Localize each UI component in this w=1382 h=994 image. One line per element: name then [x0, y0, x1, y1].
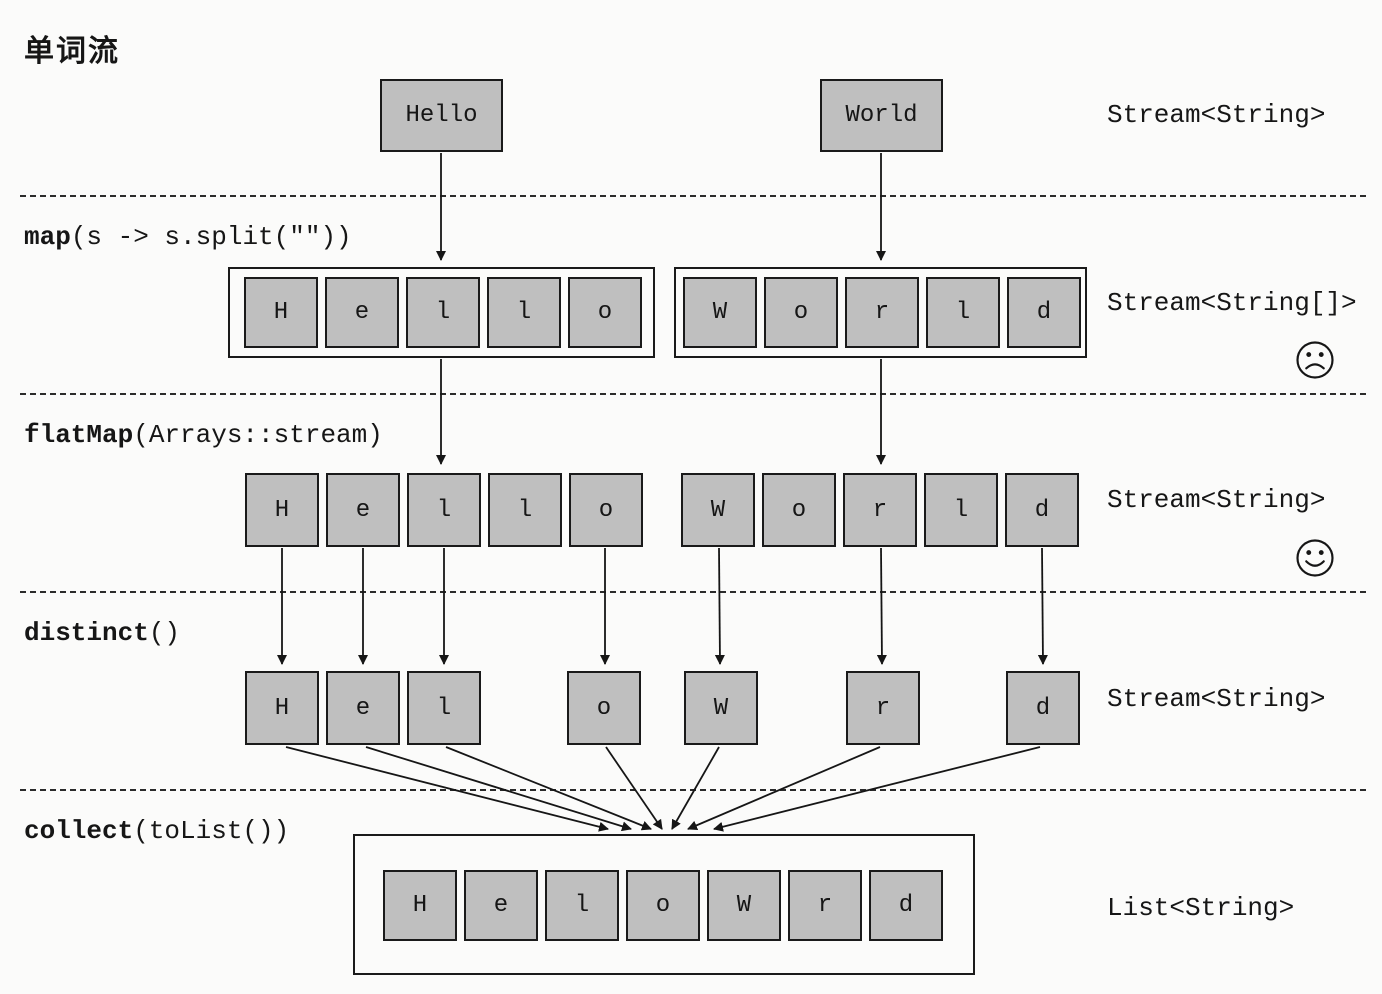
char-array-box-hello: H e l l o — [228, 267, 655, 358]
arrow — [1037, 547, 1048, 665]
word-box-world: World — [820, 79, 943, 152]
letter-cell: W — [681, 473, 755, 547]
collect-letters: H e l o W r d — [383, 870, 943, 941]
type-label-distinct: Stream<String> — [1107, 684, 1326, 714]
op-name: flatMap — [24, 420, 134, 450]
letter-cell: l — [407, 473, 481, 547]
op-name: map — [24, 222, 71, 252]
letter-cell: o — [762, 473, 836, 547]
arrow — [876, 547, 887, 665]
type-label-collect: List<String> — [1107, 893, 1295, 923]
stage-divider — [20, 393, 1366, 395]
flatmap-letters-hello: H e l l o — [245, 473, 643, 547]
letter-cell: e — [326, 473, 400, 547]
letter-cell: H — [245, 671, 319, 745]
frown-face-icon — [1296, 341, 1334, 379]
letter-cell: o — [764, 277, 838, 348]
op-args: () — [148, 618, 181, 648]
letter-cell: r — [846, 671, 920, 745]
char-array-box-world: W o r l d — [674, 267, 1087, 358]
letter-cell: l — [545, 870, 619, 941]
op-name: collect — [24, 816, 134, 846]
letter-cell: H — [245, 473, 319, 547]
flatmap-operation-label: flatMap(Arrays::stream) — [24, 420, 383, 450]
letter-cell: o — [568, 277, 642, 348]
arrow — [714, 547, 725, 665]
letter-cell: l — [926, 277, 1000, 348]
stage-divider — [20, 591, 1366, 593]
arrow — [605, 746, 663, 830]
letter-cell: l — [407, 671, 481, 745]
letter-cell: r — [843, 473, 917, 547]
arrow — [445, 746, 652, 831]
letter-cell: d — [1006, 671, 1080, 745]
map-operation-label: map(s -> s.split("")) — [24, 222, 352, 252]
letter-cell: e — [464, 870, 538, 941]
letter-cell: e — [325, 277, 399, 348]
letter-cell: r — [845, 277, 919, 348]
op-args: (Arrays::stream) — [133, 420, 383, 450]
letter-cell: o — [567, 671, 641, 745]
letter-cell: l — [924, 473, 998, 547]
letter-cell: o — [626, 870, 700, 941]
letter-cell: H — [244, 277, 318, 348]
collect-operation-label: collect(toList()) — [24, 816, 289, 846]
smile-face-icon — [1296, 539, 1334, 577]
word-box-hello: Hello — [380, 79, 503, 152]
op-args: (s -> s.split("")) — [70, 222, 352, 252]
diagram-title: 单词流 — [24, 35, 120, 68]
op-args: (toList()) — [133, 816, 290, 846]
op-name: distinct — [24, 618, 149, 648]
letter-cell: r — [788, 870, 862, 941]
letter-cell: d — [869, 870, 943, 941]
letter-cell: d — [1005, 473, 1079, 547]
type-label-source: Stream<String> — [1107, 100, 1326, 130]
letter-cell: H — [383, 870, 457, 941]
type-label-map: Stream<String[]> — [1107, 288, 1357, 318]
distinct-operation-label: distinct() — [24, 618, 180, 648]
letter-cell: l — [406, 277, 480, 348]
arrow — [713, 746, 1041, 832]
letter-cell: l — [487, 277, 561, 348]
letter-cell: W — [707, 870, 781, 941]
letter-cell: o — [569, 473, 643, 547]
letter-cell: W — [684, 671, 758, 745]
arrow — [671, 746, 720, 830]
letter-cell: W — [683, 277, 757, 348]
arrow — [687, 746, 881, 831]
letter-cell: d — [1007, 277, 1081, 348]
arrow — [285, 746, 609, 832]
stage-divider — [20, 195, 1366, 197]
letter-cell: e — [326, 671, 400, 745]
letter-cell: l — [488, 473, 562, 547]
type-label-flatmap: Stream<String> — [1107, 485, 1326, 515]
stage-divider — [20, 789, 1366, 791]
flatmap-letters-world: W o r l d — [681, 473, 1079, 547]
arrow — [365, 746, 632, 832]
